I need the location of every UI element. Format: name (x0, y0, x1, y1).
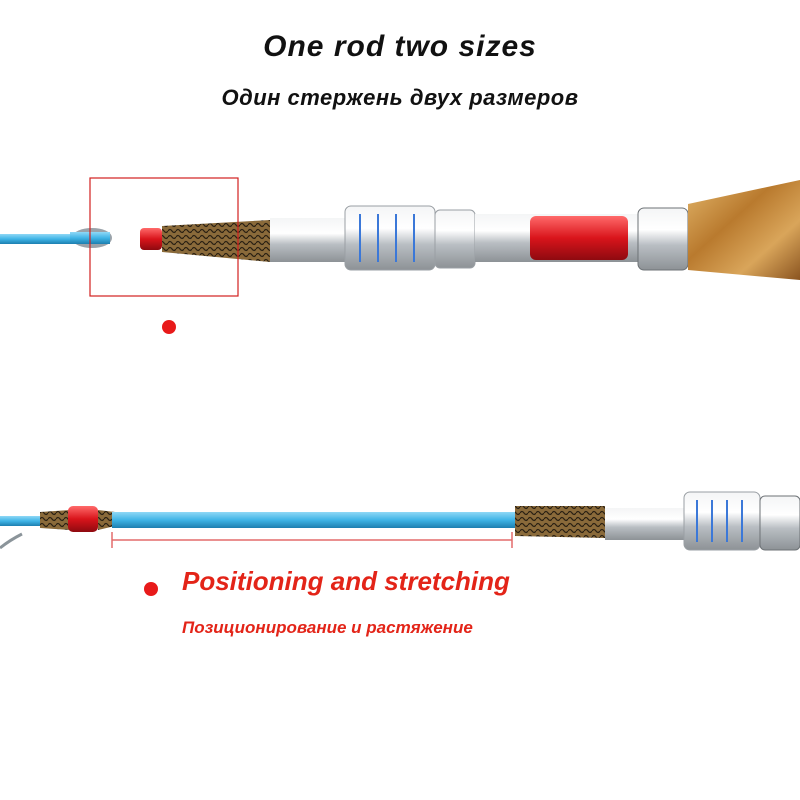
blue-blank (112, 512, 517, 528)
upper-rod (0, 180, 800, 280)
red-dot-marker (162, 320, 176, 334)
headline-en: One rod two sizes (263, 30, 537, 63)
lower-rod (0, 491, 800, 551)
highlight-box (89, 177, 239, 297)
length-bracket (111, 532, 513, 548)
caption-ru: Позиционирование и растяжение (182, 618, 473, 637)
reel-seat-nut-lower (683, 491, 761, 551)
red-dot-bullet (144, 582, 158, 596)
reel-seat-nut (344, 205, 436, 271)
weave-grip-lower (515, 506, 605, 538)
caption-en: Positioning and stretching (182, 566, 510, 596)
blue-tip (0, 234, 70, 244)
headline-ru: Один стержень двух размеров (221, 85, 579, 110)
red-winding-lower (68, 506, 98, 532)
red-winding (140, 228, 162, 250)
red-insert (530, 216, 628, 260)
weave-grip (162, 220, 270, 262)
wood-handle (688, 180, 800, 280)
